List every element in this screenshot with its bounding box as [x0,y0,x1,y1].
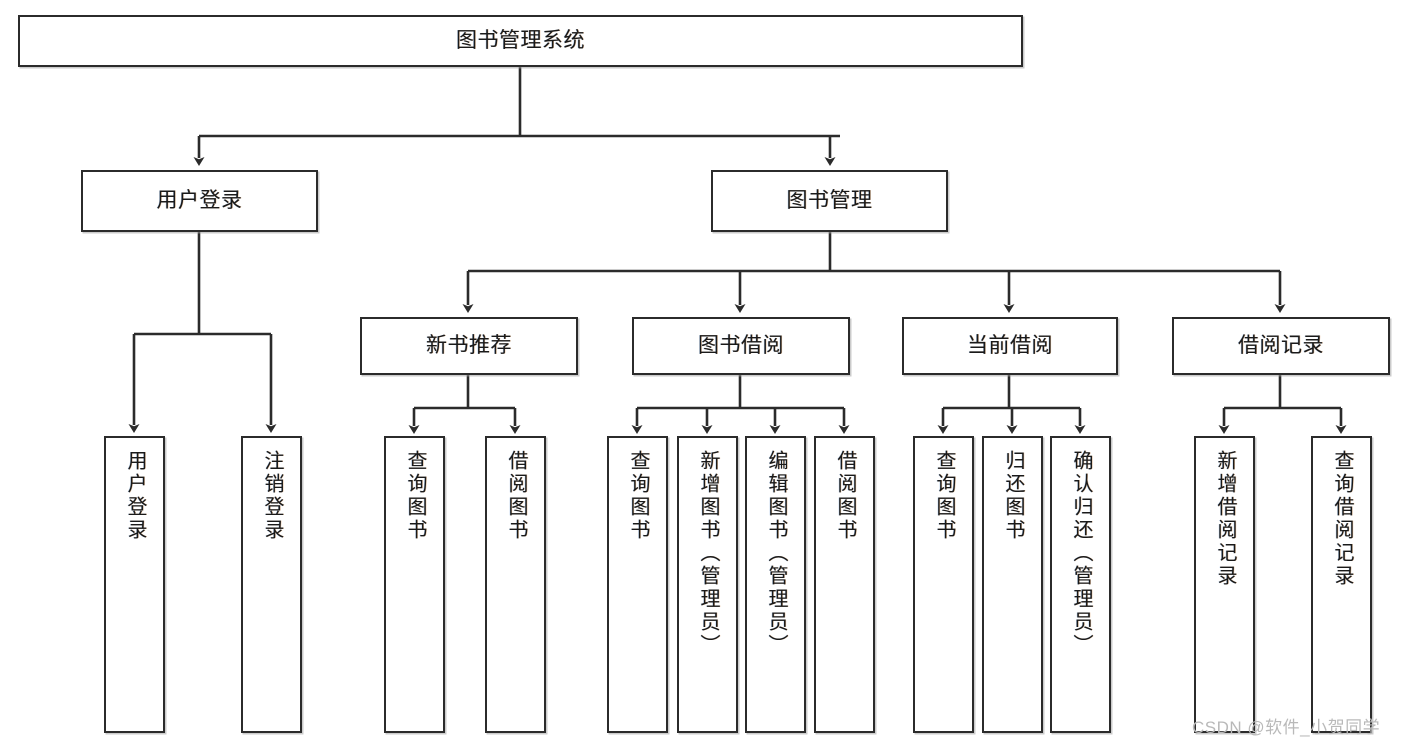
node-root[interactable]: 图书管理系统 [18,15,1023,67]
leaf-confirm-return[interactable]: 确认归还（管理员） [1050,436,1111,733]
leaf-query-book-3[interactable]: 查询图书 [913,436,974,733]
leaf-add-record[interactable]: 新增借阅记录 [1194,436,1255,733]
node-new-book-rec-label: 新书推荐 [426,333,512,357]
leaf-edit-book-label: 编辑图书（管理员） [765,450,787,657]
leaf-add-book[interactable]: 新增图书（管理员） [677,436,738,733]
leaf-add-record-label: 新增借阅记录 [1214,450,1236,588]
leaf-edit-book[interactable]: 编辑图书（管理员） [745,436,806,733]
leaf-user-login-label: 用户登录 [124,450,146,542]
leaf-borrow-book-2[interactable]: 借阅图书 [814,436,875,733]
leaf-query-book-2-label: 查询图书 [627,450,649,542]
leaf-logout-label: 注销登录 [261,450,283,542]
node-book-borrow[interactable]: 图书借阅 [632,317,850,375]
node-book-manage[interactable]: 图书管理 [711,170,948,232]
leaf-add-book-label: 新增图书（管理员） [697,450,719,657]
leaf-logout[interactable]: 注销登录 [241,436,302,733]
node-borrow-record[interactable]: 借阅记录 [1172,317,1390,375]
leaf-query-record-label: 查询借阅记录 [1331,450,1353,588]
leaf-query-record[interactable]: 查询借阅记录 [1311,436,1372,733]
leaf-borrow-book-1-label: 借阅图书 [505,450,527,542]
leaf-query-book-1-label: 查询图书 [404,450,426,542]
node-user-login[interactable]: 用户登录 [81,170,318,232]
node-user-login-label: 用户登录 [156,188,243,212]
leaf-borrow-book-1[interactable]: 借阅图书 [485,436,546,733]
node-new-book-rec[interactable]: 新书推荐 [360,317,578,375]
leaf-query-book-3-label: 查询图书 [933,450,955,542]
leaf-query-book-2[interactable]: 查询图书 [607,436,668,733]
node-current-borrow-label: 当前借阅 [967,333,1053,357]
node-book-manage-label: 图书管理 [786,188,873,212]
leaf-borrow-book-2-label: 借阅图书 [834,450,856,542]
leaf-query-book-1[interactable]: 查询图书 [384,436,445,733]
leaf-confirm-return-label: 确认归还（管理员） [1070,450,1092,657]
leaf-return-book-label: 归还图书 [1002,450,1024,542]
node-borrow-record-label: 借阅记录 [1238,333,1324,357]
node-root-label: 图书管理系统 [456,28,585,52]
node-current-borrow[interactable]: 当前借阅 [902,317,1118,375]
leaf-user-login[interactable]: 用户登录 [104,436,165,733]
leaf-return-book[interactable]: 归还图书 [982,436,1043,733]
watermark: CSDN @软件_小贺同学 [1192,718,1381,737]
node-book-borrow-label: 图书借阅 [698,333,784,357]
